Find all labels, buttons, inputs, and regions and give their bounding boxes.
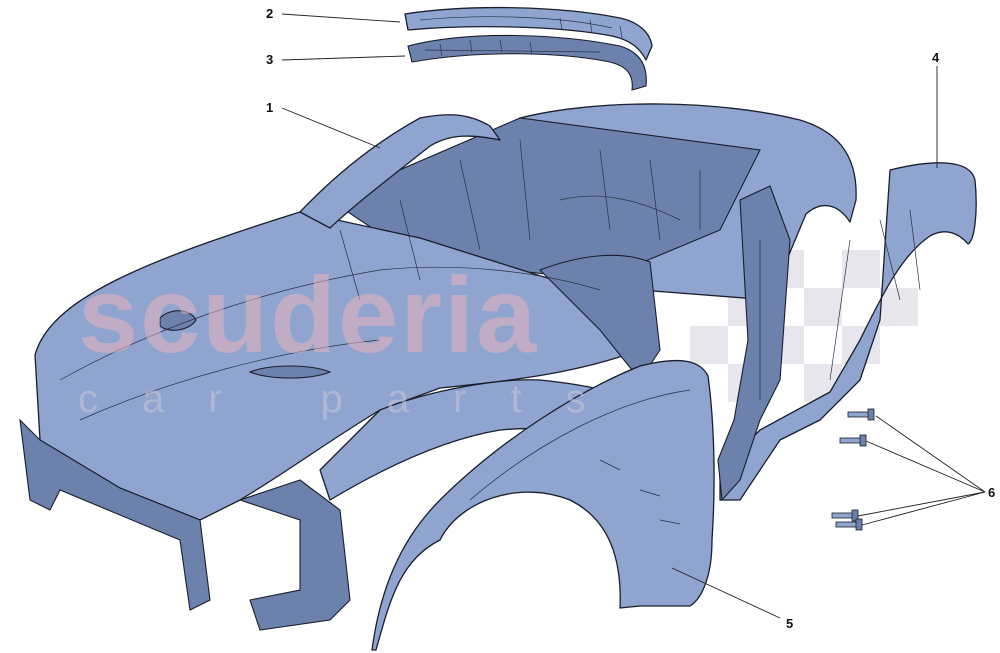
leader-line-6a (875, 415, 986, 493)
callout-labels: 1 2 3 4 5 6 (266, 6, 995, 631)
bolt-icon (831, 509, 859, 522)
leader-line-1 (281, 107, 381, 149)
callout-1: 1 (266, 100, 273, 115)
watermark-main-text: scuderia (78, 254, 538, 375)
watermark-sub-text: car parts (78, 377, 630, 421)
bolt-icon (847, 408, 875, 421)
watermark-text: scuderia car parts (78, 254, 630, 421)
part-3-lower-trim (407, 34, 647, 91)
leader-line-3 (281, 55, 406, 61)
leader-line-5 (671, 567, 781, 619)
callout-3: 3 (266, 52, 273, 67)
callout-4: 4 (932, 50, 940, 65)
bolt-icon (835, 518, 863, 531)
leader-line-6d (861, 491, 986, 526)
leader-line-6b (865, 440, 986, 493)
leader-lines (281, 13, 986, 619)
part-2-upper-trim (404, 6, 653, 61)
part-5-front-fender (371, 359, 715, 651)
callout-5: 5 (786, 616, 793, 631)
bolt-icon (839, 434, 867, 447)
callout-6: 6 (988, 485, 995, 500)
leader-line-2 (281, 13, 401, 23)
part-6-bolts (831, 408, 875, 531)
leader-line-6c (857, 491, 986, 517)
part-4-rear-quarter (717, 162, 977, 502)
callout-2: 2 (266, 6, 273, 21)
